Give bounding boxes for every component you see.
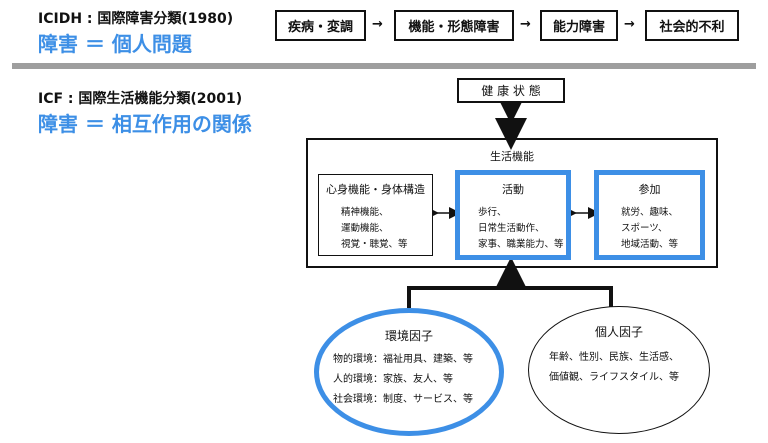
icidh-subheading: 障害 ＝ 個人問題: [38, 32, 192, 56]
step-disability: 能力障害: [540, 10, 618, 41]
body-function-item: 視覚・聴覚、等: [341, 239, 408, 250]
environmental-factor-item: 社会環境：制度、サービス、等: [333, 394, 473, 405]
activity-box: 活動 歩行、 日常生活動作、 家事、職業能力、等: [455, 170, 571, 260]
icf-heading: ICF : 国際生活機能分類(2001): [38, 91, 243, 107]
step-arrow-1: →: [372, 17, 383, 32]
personal-factors-title: 個人因子: [594, 325, 643, 339]
step-disease-label: 疾病・変調: [287, 20, 353, 35]
step-impairment: 機能・形態障害: [394, 10, 514, 41]
step-impairment-label: 機能・形態障害: [408, 20, 500, 35]
activity-title: 活動: [502, 183, 524, 196]
body-function-box: 心身機能・身体構造 精神機能、 運動機能、 視覚・聴覚、等: [318, 174, 433, 256]
activity-item: 家事、職業能力、等: [478, 239, 564, 250]
functioning-box: 生活機能: [306, 138, 718, 268]
personal-factor-item: 価値観、ライフスタイル、等: [549, 372, 679, 383]
environmental-factor-item: 物的環境：福祉用具、建築、等: [333, 354, 473, 365]
factors-bracket: [407, 286, 613, 308]
participation-box: 参加 就労、趣味、 スポーツ、 地域活動、等: [594, 170, 705, 260]
body-function-title: 心身機能・身体構造: [326, 183, 425, 196]
participation-item: 地域活動、等: [621, 239, 679, 250]
activity-item: 歩行、: [478, 207, 507, 218]
step-handicap-label: 社会的不利: [659, 20, 725, 35]
personal-factor-item: 年齢、性別、民族、生活感、: [549, 352, 679, 363]
activity-item: 日常生活動作、: [478, 223, 545, 234]
functioning-title: 生活機能: [490, 150, 534, 163]
participation-item: スポーツ、: [621, 223, 668, 234]
participation-item: 就労、趣味、: [621, 207, 679, 218]
participation-title: 参加: [638, 183, 661, 196]
step-arrow-2: →: [520, 17, 531, 32]
icidh-heading: ICIDH : 国際障害分類(1980): [38, 11, 234, 27]
section-divider: [12, 63, 756, 69]
icf-subheading: 障害 ＝ 相互作用の関係: [38, 112, 252, 136]
step-disability-label: 能力障害: [552, 20, 605, 35]
step-disease: 疾病・変調: [275, 10, 366, 41]
step-handicap: 社会的不利: [645, 10, 739, 41]
body-function-item: 精神機能、: [341, 207, 389, 218]
environmental-factor-item: 人的環境：家族、友人、等: [333, 374, 453, 385]
body-function-item: 運動機能、: [341, 223, 389, 234]
environmental-factors-title: 環境因子: [384, 329, 433, 343]
step-arrow-3: →: [624, 17, 635, 32]
health-condition-box: 健 康 状 態: [457, 78, 565, 103]
personal-factors-ellipse: 個人因子 年齢、性別、民族、生活感、 価値観、ライフスタイル、等: [528, 306, 710, 434]
environmental-factors-ellipse: 環境因子 物的環境：福祉用具、建築、等 人的環境：家族、友人、等 社会環境：制度…: [314, 308, 504, 436]
health-condition-label: 健 康 状 態: [481, 84, 541, 98]
